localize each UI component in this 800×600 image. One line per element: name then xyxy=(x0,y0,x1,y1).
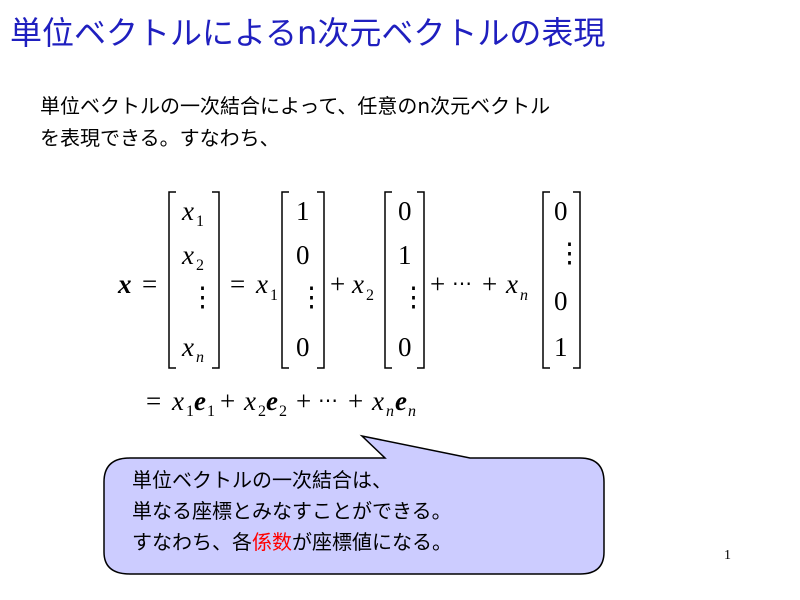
l2-t1-vsub: 1 xyxy=(207,403,215,420)
bracket-4-right xyxy=(573,191,581,369)
l2-t2-vec: e xyxy=(266,386,278,416)
equals-1: = xyxy=(142,269,157,299)
l2-t1-base: x xyxy=(171,386,184,416)
intro-line-2: を表現できる。すなわち、 xyxy=(40,126,280,150)
bracket-2-left xyxy=(281,191,289,369)
callout-balloon xyxy=(103,434,605,575)
l2-t2-vsub: 2 xyxy=(279,403,287,420)
l2-tn-sub: n xyxy=(386,403,394,420)
e2-entry-2: 1 xyxy=(398,240,412,270)
en-entry-1: 0 xyxy=(554,196,568,226)
l2-t1-sub: 1 xyxy=(186,403,194,420)
plus-1: + xyxy=(330,269,345,299)
plus-3: + xyxy=(482,269,497,299)
plus-2: + xyxy=(430,269,445,299)
l2-cdots: ⋯ xyxy=(318,390,338,412)
en-entry-4: 1 xyxy=(554,332,568,362)
coef-n-base: x xyxy=(505,269,518,299)
coef-2-base: x xyxy=(351,269,364,299)
callout-text: 単位ベクトルの一次結合は、 単なる座標とみなすことができる。 すなわち、各係数が… xyxy=(132,465,452,558)
equals-3: = xyxy=(146,386,161,416)
e2-entry-3: ⋮ xyxy=(400,282,427,312)
callout-line-2: 単なる座標とみなすことができる。 xyxy=(132,499,452,523)
l2-tn-vsub: n xyxy=(408,403,416,420)
bracket-1-left xyxy=(168,191,176,369)
l2-plus-3: + xyxy=(348,386,363,416)
en-entry-2: ⋮ xyxy=(556,238,583,268)
lhs-vector-x: x xyxy=(117,269,132,299)
x-entry-2-base: x xyxy=(181,240,194,270)
callout-line-3-post: が座標値になる。 xyxy=(292,530,452,554)
l2-t2-sub: 2 xyxy=(258,403,266,420)
callout-line-1: 単位ベクトルの一次結合は、 xyxy=(132,468,392,492)
l2-t1-vec: e xyxy=(194,386,206,416)
x-entry-vdots: ⋮ xyxy=(189,282,216,312)
en-entry-3: 0 xyxy=(554,286,568,316)
l2-plus-2: + xyxy=(296,386,311,416)
bracket-2-right xyxy=(317,191,325,369)
coef-1-sub: 1 xyxy=(270,287,278,304)
x-entry-n-sub: n xyxy=(196,349,204,366)
x-entry-2-sub: 2 xyxy=(196,257,204,274)
l2-t2-base: x xyxy=(243,386,256,416)
e1-entry-1: 1 xyxy=(296,196,310,226)
intro-text: 単位ベクトルの一次結合によって、任意のn次元ベクトル を表現できる。すなわち、 xyxy=(40,90,550,154)
e1-entry-3: ⋮ xyxy=(298,282,325,312)
x-entry-1-sub: 1 xyxy=(196,213,204,230)
e2-entry-1: 0 xyxy=(398,196,412,226)
callout-line-3-pre: すなわち、各 xyxy=(132,530,252,554)
x-entry-n-base: x xyxy=(181,332,194,362)
coef-2-sub: 2 xyxy=(366,287,374,304)
intro-line-1: 単位ベクトルの一次結合によって、任意のn次元ベクトル xyxy=(40,94,551,118)
cdots: ⋯ xyxy=(452,273,472,295)
coef-n-sub: n xyxy=(520,287,528,304)
e1-entry-4: 0 xyxy=(296,332,310,362)
l2-tn-vec: e xyxy=(395,386,407,416)
l2-plus-1: + xyxy=(220,386,235,416)
equals-2: = xyxy=(230,269,245,299)
page-number: 1 xyxy=(724,548,731,563)
l2-tn-base: x xyxy=(371,386,384,416)
e2-entry-4: 0 xyxy=(398,332,412,362)
x-entry-1-base: x xyxy=(181,196,194,226)
bracket-1-right xyxy=(212,191,220,369)
callout-line-3: すなわち、各係数が座標値になる。 xyxy=(132,527,452,558)
slide-title: 単位ベクトルによるn次元ベクトルの表現 xyxy=(10,14,606,52)
bracket-3-left xyxy=(384,191,392,369)
coef-1-base: x xyxy=(255,269,268,299)
bracket-3-right xyxy=(417,191,425,369)
callout-highlight-keisu: 係数 xyxy=(252,530,292,554)
bracket-4-left xyxy=(542,191,550,369)
e1-entry-2: 0 xyxy=(296,240,310,270)
